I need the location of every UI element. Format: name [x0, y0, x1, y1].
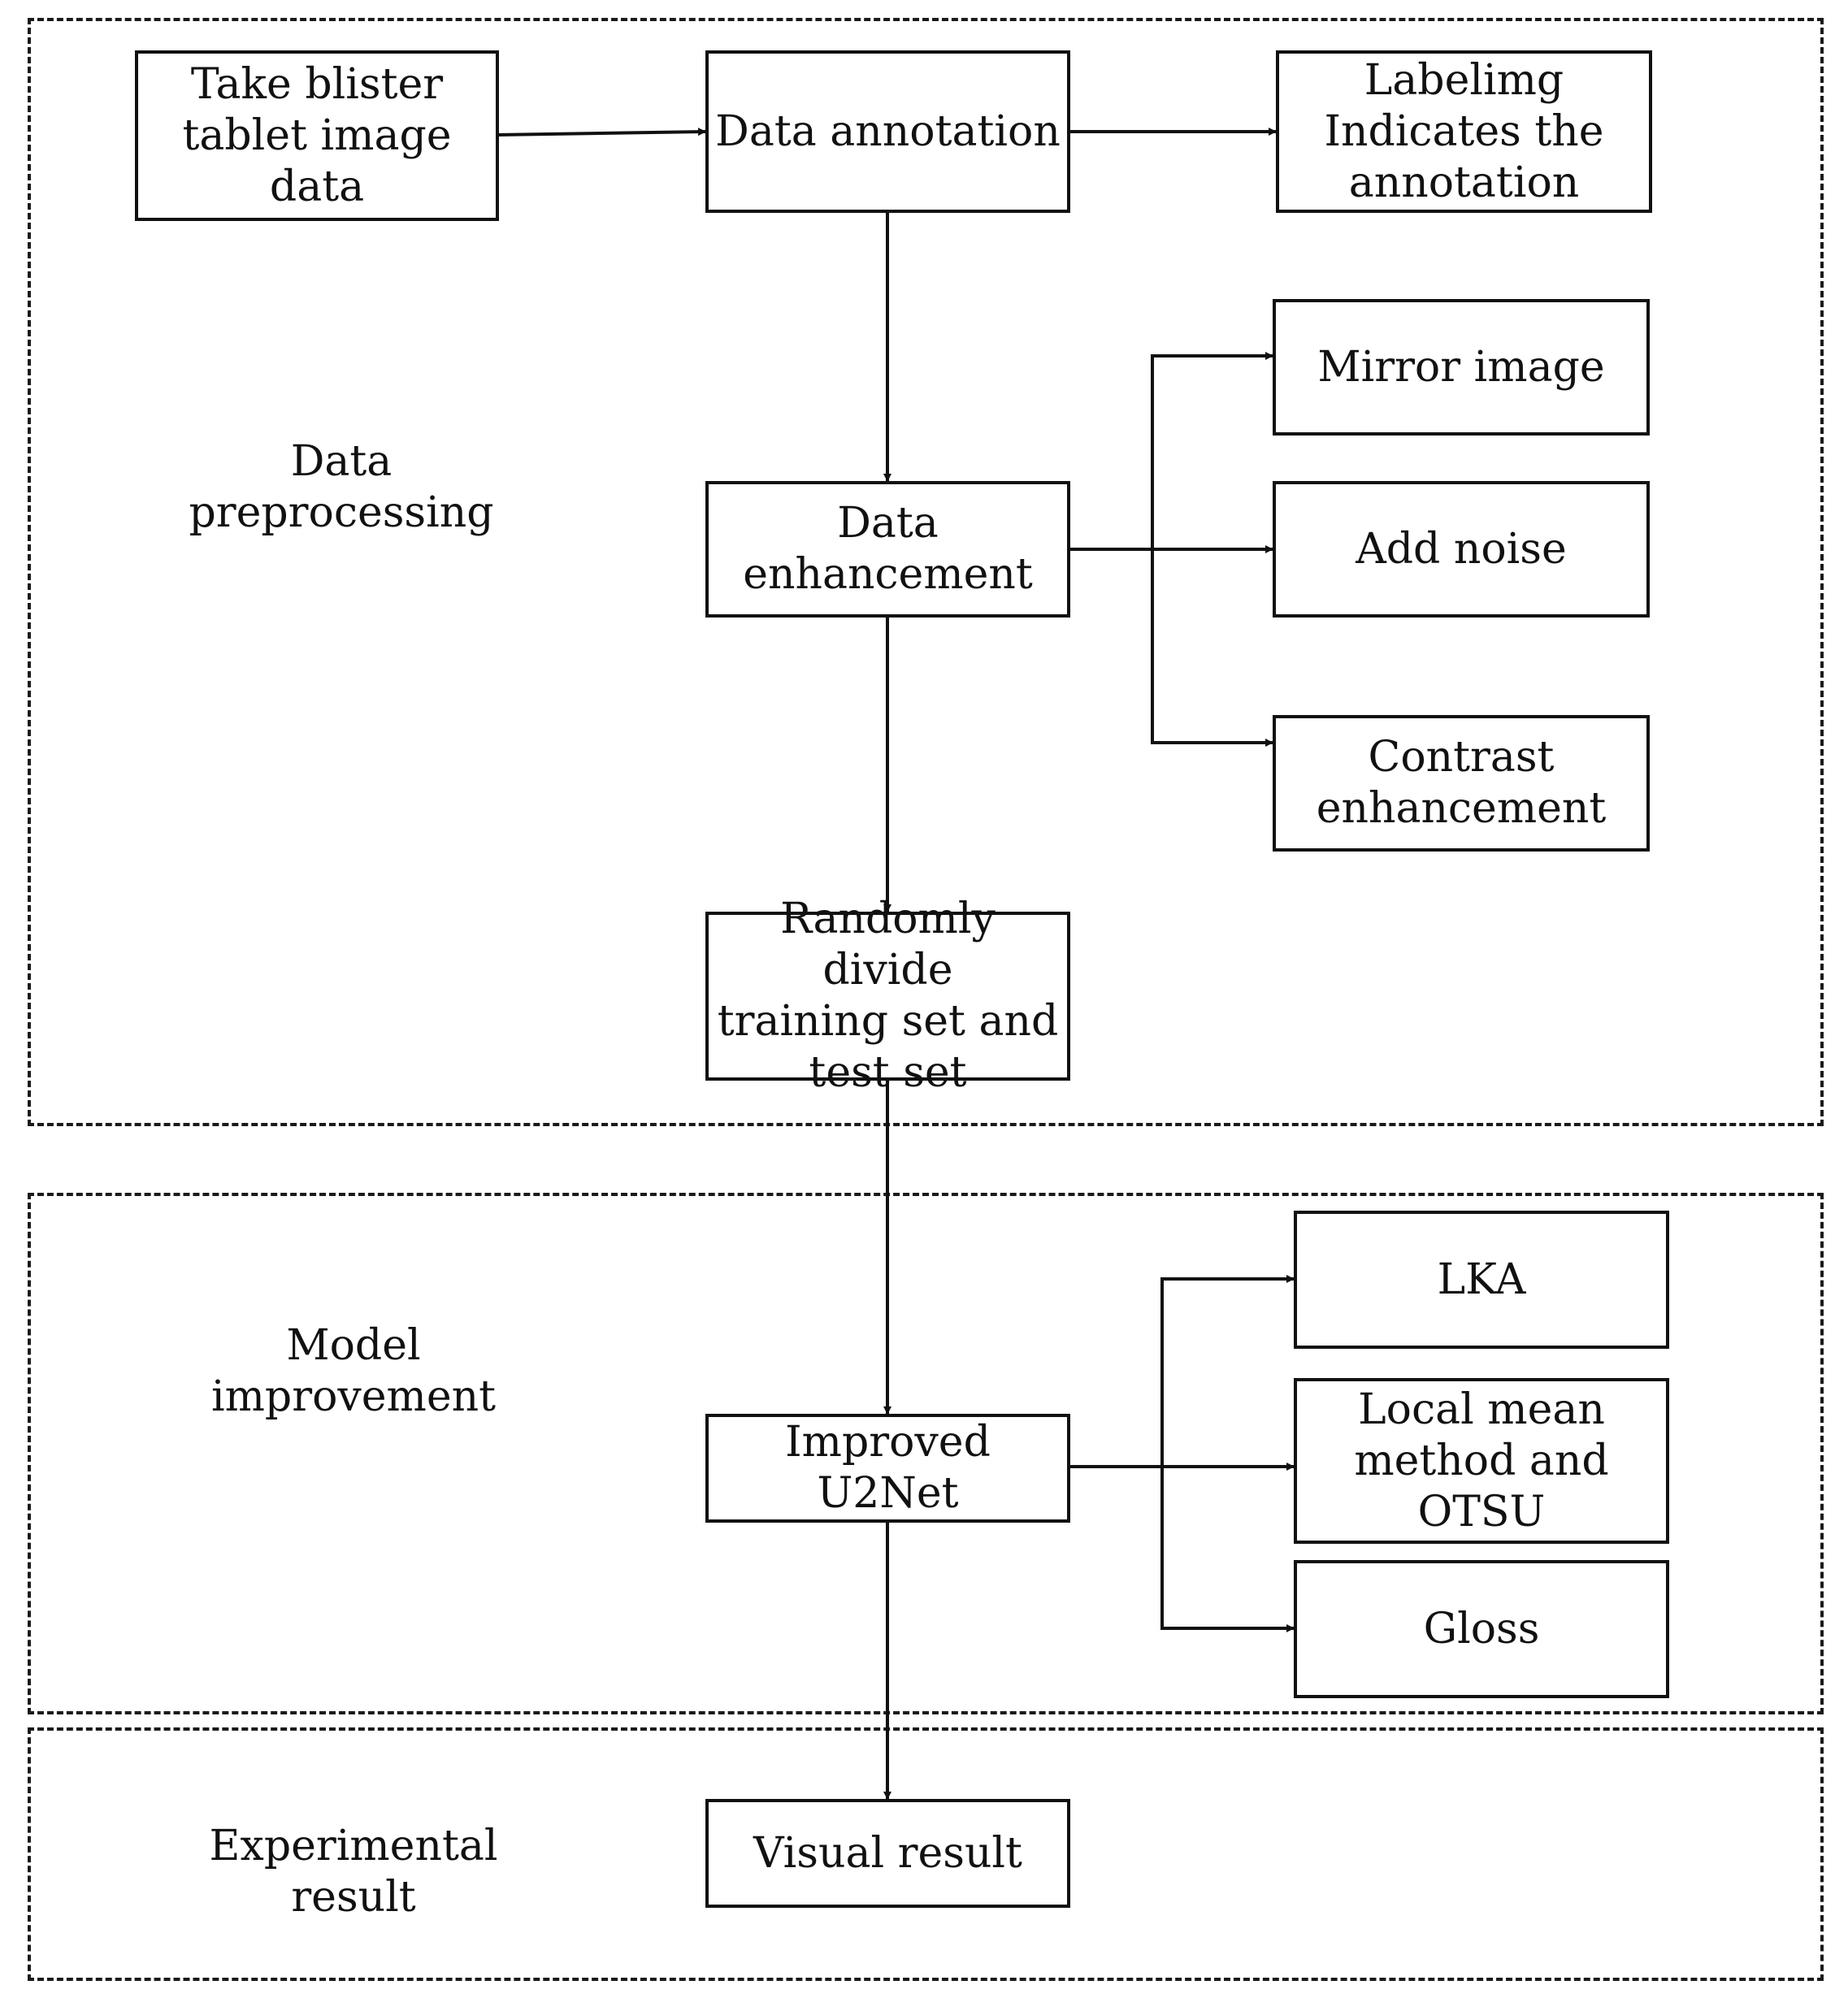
- edge-u2net-to-gloss: [1160, 1467, 1295, 1632]
- node-lka: LKA: [1294, 1211, 1669, 1349]
- node-mirror-image: Mirror image: [1273, 299, 1650, 436]
- edge-enhancement-to-mirror: [1069, 352, 1273, 551]
- node-randomly-divide: Randomly divide training set and test se…: [705, 895, 1070, 1097]
- node-take-blister-tablet-image-data: Take blister tablet image data: [135, 50, 499, 221]
- label-experimental-result: Experimental result: [209, 1822, 498, 1922]
- region-data-preprocessing: [28, 18, 1824, 1126]
- node-labelimg-annotation: Labelimg Indicates the annotation: [1276, 50, 1652, 213]
- edge-u2net-to-lka: [1069, 1275, 1295, 1468]
- edge-take-data-to-annotation: [497, 128, 706, 137]
- node-gloss: Gloss: [1294, 1560, 1669, 1698]
- node-data-annotation: Data annotation: [705, 50, 1070, 213]
- label-data-preprocessing: Data preprocessing: [189, 437, 494, 537]
- label-model-improvement: Model improvement: [210, 1321, 496, 1421]
- region-model-improvement: [28, 1193, 1824, 1714]
- node-data-enhancement: Data enhancement: [705, 481, 1070, 618]
- node-improved-u2net: Improved U2Net: [705, 1414, 1070, 1523]
- region-experimental-result: [28, 1727, 1824, 1981]
- node-add-noise: Add noise: [1273, 481, 1650, 618]
- node-contrast-enhancement: Contrast enhancement: [1273, 715, 1650, 852]
- edge-enhancement-to-contrast: [1151, 549, 1273, 747]
- node-local-mean-otsu: Local mean method and OTSU: [1294, 1378, 1669, 1544]
- node-visual-result: Visual result: [705, 1799, 1070, 1908]
